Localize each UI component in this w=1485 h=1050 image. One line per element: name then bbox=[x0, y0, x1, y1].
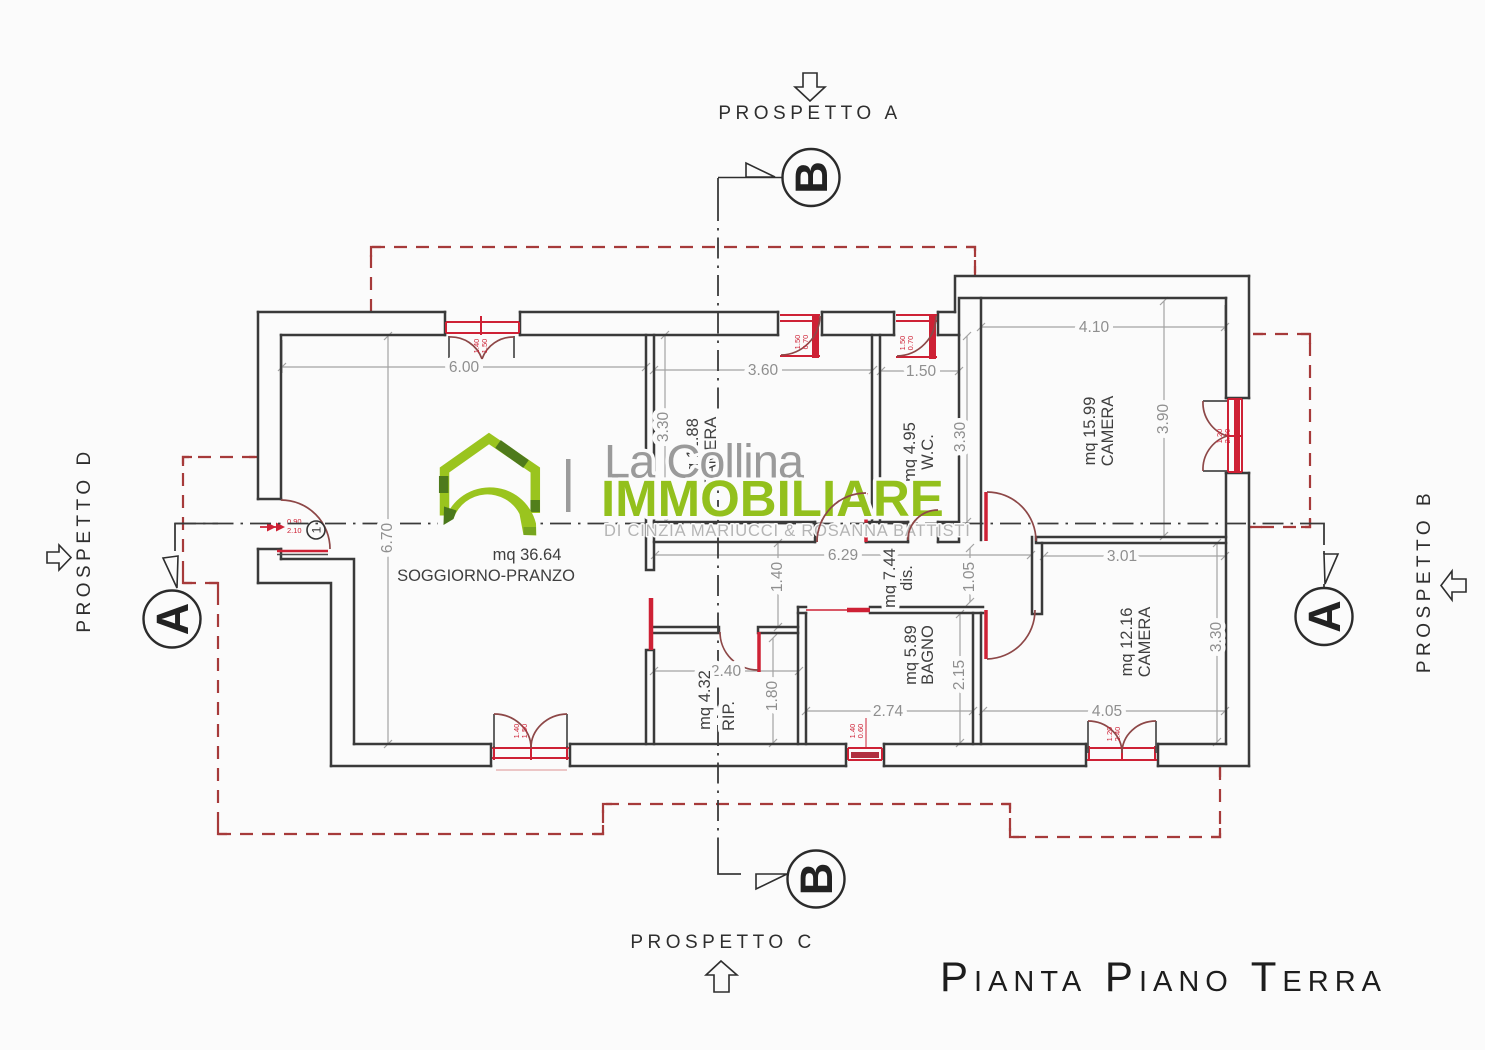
svg-text:6.70: 6.70 bbox=[379, 523, 396, 554]
svg-text:1.50: 1.50 bbox=[906, 363, 937, 380]
svg-text:W.C.: W.C. bbox=[919, 434, 937, 470]
svg-text:1: 1 bbox=[310, 526, 324, 533]
svg-text:1.80: 1.80 bbox=[764, 681, 781, 712]
svg-text:mq 4.32: mq 4.32 bbox=[696, 670, 714, 730]
svg-text:1.20: 1.20 bbox=[1215, 429, 1224, 444]
svg-text:4.05: 4.05 bbox=[1092, 703, 1122, 720]
svg-text:mq 12.16: mq 12.16 bbox=[1118, 608, 1136, 677]
svg-text:mq 5.89: mq 5.89 bbox=[902, 625, 920, 685]
svg-text:3.60: 3.60 bbox=[748, 362, 779, 379]
svg-text:1.40: 1.40 bbox=[512, 724, 521, 739]
svg-text:3.90: 3.90 bbox=[1155, 404, 1172, 435]
svg-text:6.29: 6.29 bbox=[828, 547, 858, 564]
svg-text:1.40: 1.40 bbox=[848, 724, 857, 739]
svg-text:mq 7.44: mq 7.44 bbox=[881, 548, 899, 608]
svg-text:2.40: 2.40 bbox=[1113, 727, 1122, 742]
svg-text:3.01: 3.01 bbox=[1107, 548, 1137, 565]
svg-text:2.10: 2.10 bbox=[287, 526, 302, 535]
svg-text:1.50: 1.50 bbox=[793, 335, 802, 350]
svg-text:0.90: 0.90 bbox=[287, 517, 302, 526]
svg-text:2.15: 2.15 bbox=[951, 660, 968, 690]
svg-text:1.40: 1.40 bbox=[769, 562, 786, 593]
svg-text:IMMOBILIARE: IMMOBILIARE bbox=[601, 470, 944, 527]
svg-text:1.20: 1.20 bbox=[1105, 727, 1114, 742]
svg-text:0.70: 0.70 bbox=[801, 335, 810, 350]
svg-text:PROSPETTO B: PROSPETTO B bbox=[1414, 489, 1435, 673]
svg-text:DI CINZIA MARIUCCI & ROSANNA B: DI CINZIA MARIUCCI & ROSANNA BATTISTI bbox=[604, 522, 971, 540]
svg-text:1.50: 1.50 bbox=[520, 724, 529, 739]
svg-text:Pianta Piano Terra: Pianta Piano Terra bbox=[940, 953, 1387, 1000]
svg-text:PROSPETTO C: PROSPETTO C bbox=[630, 932, 815, 953]
svg-text:SOGGIORNO-PRANZO: SOGGIORNO-PRANZO bbox=[397, 567, 575, 585]
svg-text:mq 36.64: mq 36.64 bbox=[493, 546, 562, 564]
svg-text:3.30: 3.30 bbox=[1208, 622, 1225, 653]
svg-text:B: B bbox=[786, 161, 837, 194]
svg-text:6.00: 6.00 bbox=[449, 359, 480, 376]
svg-text:2.74: 2.74 bbox=[873, 703, 904, 720]
svg-text:0.60: 0.60 bbox=[856, 724, 865, 739]
svg-text:BAGNO: BAGNO bbox=[919, 625, 937, 685]
svg-text:La Collina: La Collina bbox=[604, 435, 805, 488]
svg-text:dis.: dis. bbox=[898, 565, 916, 591]
svg-text:PROSPETTO A: PROSPETTO A bbox=[718, 103, 901, 124]
svg-text:1.50: 1.50 bbox=[898, 336, 907, 351]
svg-text:B: B bbox=[791, 863, 842, 896]
svg-text:RIP.: RIP. bbox=[720, 701, 738, 731]
svg-text:0.70: 0.70 bbox=[906, 336, 915, 351]
svg-text:A: A bbox=[147, 603, 198, 636]
svg-text:2.40: 2.40 bbox=[1223, 429, 1232, 444]
svg-text:3.30: 3.30 bbox=[952, 422, 969, 453]
svg-text:1.50: 1.50 bbox=[480, 339, 489, 354]
svg-text:1.40: 1.40 bbox=[472, 339, 481, 354]
svg-text:mq 15.99: mq 15.99 bbox=[1081, 397, 1099, 466]
svg-text:PROSPETTO D: PROSPETTO D bbox=[74, 447, 95, 632]
svg-text:CAMERA: CAMERA bbox=[1136, 607, 1154, 678]
svg-text:1.05: 1.05 bbox=[961, 562, 978, 592]
svg-text:A: A bbox=[1299, 600, 1350, 633]
svg-text:4.10: 4.10 bbox=[1079, 319, 1110, 336]
svg-text:2.40: 2.40 bbox=[711, 663, 742, 680]
svg-text:CAMERA: CAMERA bbox=[1099, 396, 1117, 467]
